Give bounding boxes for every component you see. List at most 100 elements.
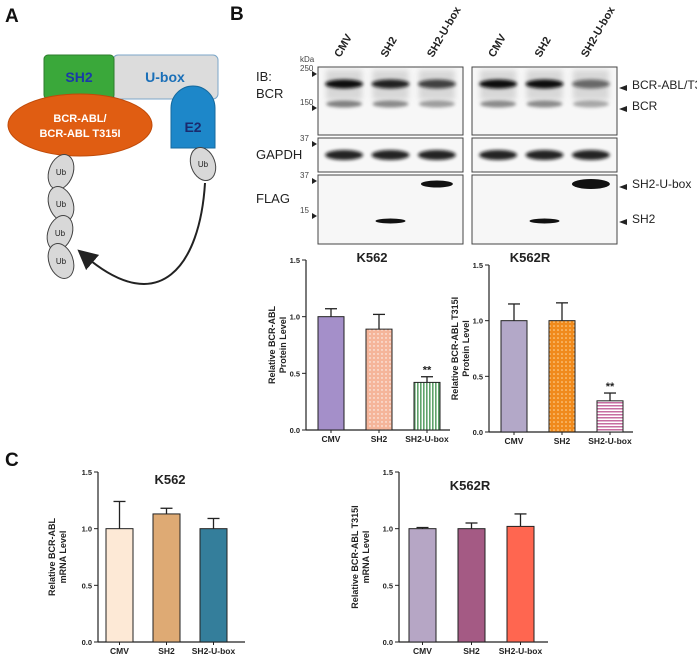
y-tick-label: 0.5	[473, 372, 483, 381]
mw-marker-tick	[312, 105, 317, 111]
blot-row-label-flag: FLAG	[256, 191, 290, 206]
bar-cmv	[408, 528, 437, 643]
blot-row-label-bcr: BCR	[256, 86, 283, 101]
y-tick-label: 1.5	[82, 468, 92, 477]
bar-sh2	[457, 528, 486, 643]
kda-label: kDa	[300, 55, 315, 64]
sh2-domain-label: SH2	[65, 69, 92, 85]
right-label-arrow	[619, 184, 627, 190]
y-tick-label: 0.0	[82, 638, 92, 647]
band-bcr	[372, 100, 409, 108]
mw-marker-37: 37	[300, 171, 309, 180]
target-label-line2: BCR-ABL T315I	[39, 128, 120, 140]
ub-e2	[189, 147, 217, 181]
mw-marker-tick	[312, 213, 317, 219]
y-tick-label: 1.0	[290, 313, 300, 322]
significance-label: **	[423, 365, 432, 377]
bar-sh2-u-box	[199, 528, 228, 643]
right-label-arrow	[619, 106, 627, 112]
transfer-arrow	[77, 182, 206, 285]
y-tick-label: 0.5	[383, 581, 393, 590]
panel-label-c: C	[5, 450, 19, 471]
bar-sh2	[365, 328, 393, 431]
ub-3-label: Ub	[55, 229, 66, 238]
bar-cmv	[317, 316, 345, 431]
ubiquitin-chain: Ub Ub Ub Ub	[46, 154, 75, 279]
x-category-label: CMV	[322, 434, 341, 444]
right-label-bcr-abl-t315i: BCR-ABL/T315I	[632, 78, 697, 92]
y-tick-label: 0.0	[290, 426, 300, 435]
blot-panel-flag	[317, 174, 464, 245]
lane-label-cmv: CMV	[486, 32, 509, 60]
y-tick-label: 0.5	[82, 581, 92, 590]
x-category-label: SH2-U-box	[405, 434, 449, 444]
right-label-sh2-u-box: SH2-U-box	[632, 177, 691, 191]
y-axis-label: mRNA Level	[58, 531, 68, 584]
mw-marker-15: 15	[300, 206, 309, 215]
band-flag-sh2-ubox	[571, 179, 610, 189]
band-bcr	[418, 100, 455, 108]
lane-label-cmv: CMV	[332, 32, 355, 60]
y-tick-label: 1.5	[290, 256, 300, 265]
band-flag-sh2	[529, 218, 560, 224]
y-axis-label: Relative BCR-ABL	[47, 517, 57, 596]
cell-line-label-k562: K562	[356, 250, 387, 265]
mw-marker-37: 37	[300, 134, 309, 143]
bar-sh2	[152, 513, 181, 643]
ub-1-label: Ub	[56, 168, 67, 177]
lane-label-sh2: SH2	[533, 35, 554, 60]
bar-cmv	[105, 528, 134, 643]
band-gapdh	[371, 150, 410, 160]
y-tick-label: 0.0	[473, 428, 483, 437]
band-bcr	[526, 100, 563, 108]
band-bcr-abl	[371, 79, 410, 89]
lane-label-sh2-u-box: SH2-U-box	[579, 4, 618, 59]
band-gapdh	[325, 150, 364, 160]
e2-label: E2	[184, 119, 201, 135]
y-tick-label: 1.0	[473, 317, 483, 326]
band-bcr-abl	[571, 79, 610, 89]
bar-sh2-u-box	[413, 381, 441, 431]
x-category-label: SH2-U-box	[588, 436, 632, 446]
right-label-bcr: BCR	[632, 99, 658, 113]
significance-label: **	[606, 381, 615, 393]
lane-label-sh2: SH2	[379, 35, 400, 60]
bar-sh2	[548, 320, 576, 433]
mw-marker-150: 150	[300, 98, 314, 107]
lane-label-sh2-u-box: SH2-U-box	[425, 4, 464, 59]
e2-enzyme	[170, 85, 216, 149]
y-axis-label: Protein Level	[461, 320, 471, 377]
x-category-label: CMV	[505, 436, 524, 446]
chart-title: K562R	[450, 478, 491, 493]
y-tick-label: 1.5	[473, 261, 483, 270]
blot-row-label-gapdh: GAPDH	[256, 147, 302, 162]
x-category-label: SH2	[463, 646, 480, 656]
bar-cmv	[500, 320, 528, 433]
right-label-arrow	[619, 219, 627, 225]
ub-4-label: Ub	[56, 257, 67, 266]
x-category-label: SH2-U-box	[192, 646, 236, 656]
right-label-sh2: SH2	[632, 212, 656, 226]
ub-4	[47, 243, 75, 279]
x-category-label: SH2	[371, 434, 388, 444]
mw-marker-tick	[312, 71, 317, 77]
band-flag-sh2	[375, 218, 406, 224]
chart-title: K562	[154, 472, 185, 487]
band-gapdh	[417, 150, 456, 160]
band-bcr	[480, 100, 517, 108]
ubox-domain-label: U-box	[145, 69, 185, 85]
y-tick-label: 1.0	[82, 525, 92, 534]
mw-marker-tick	[312, 178, 317, 184]
band-gapdh	[571, 150, 610, 160]
ub-2-label: Ub	[56, 200, 67, 209]
band-bcr-abl	[325, 79, 364, 89]
band-gapdh	[525, 150, 564, 160]
x-category-label: CMV	[413, 646, 432, 656]
y-tick-label: 1.5	[383, 468, 393, 477]
right-label-arrow	[619, 85, 627, 91]
